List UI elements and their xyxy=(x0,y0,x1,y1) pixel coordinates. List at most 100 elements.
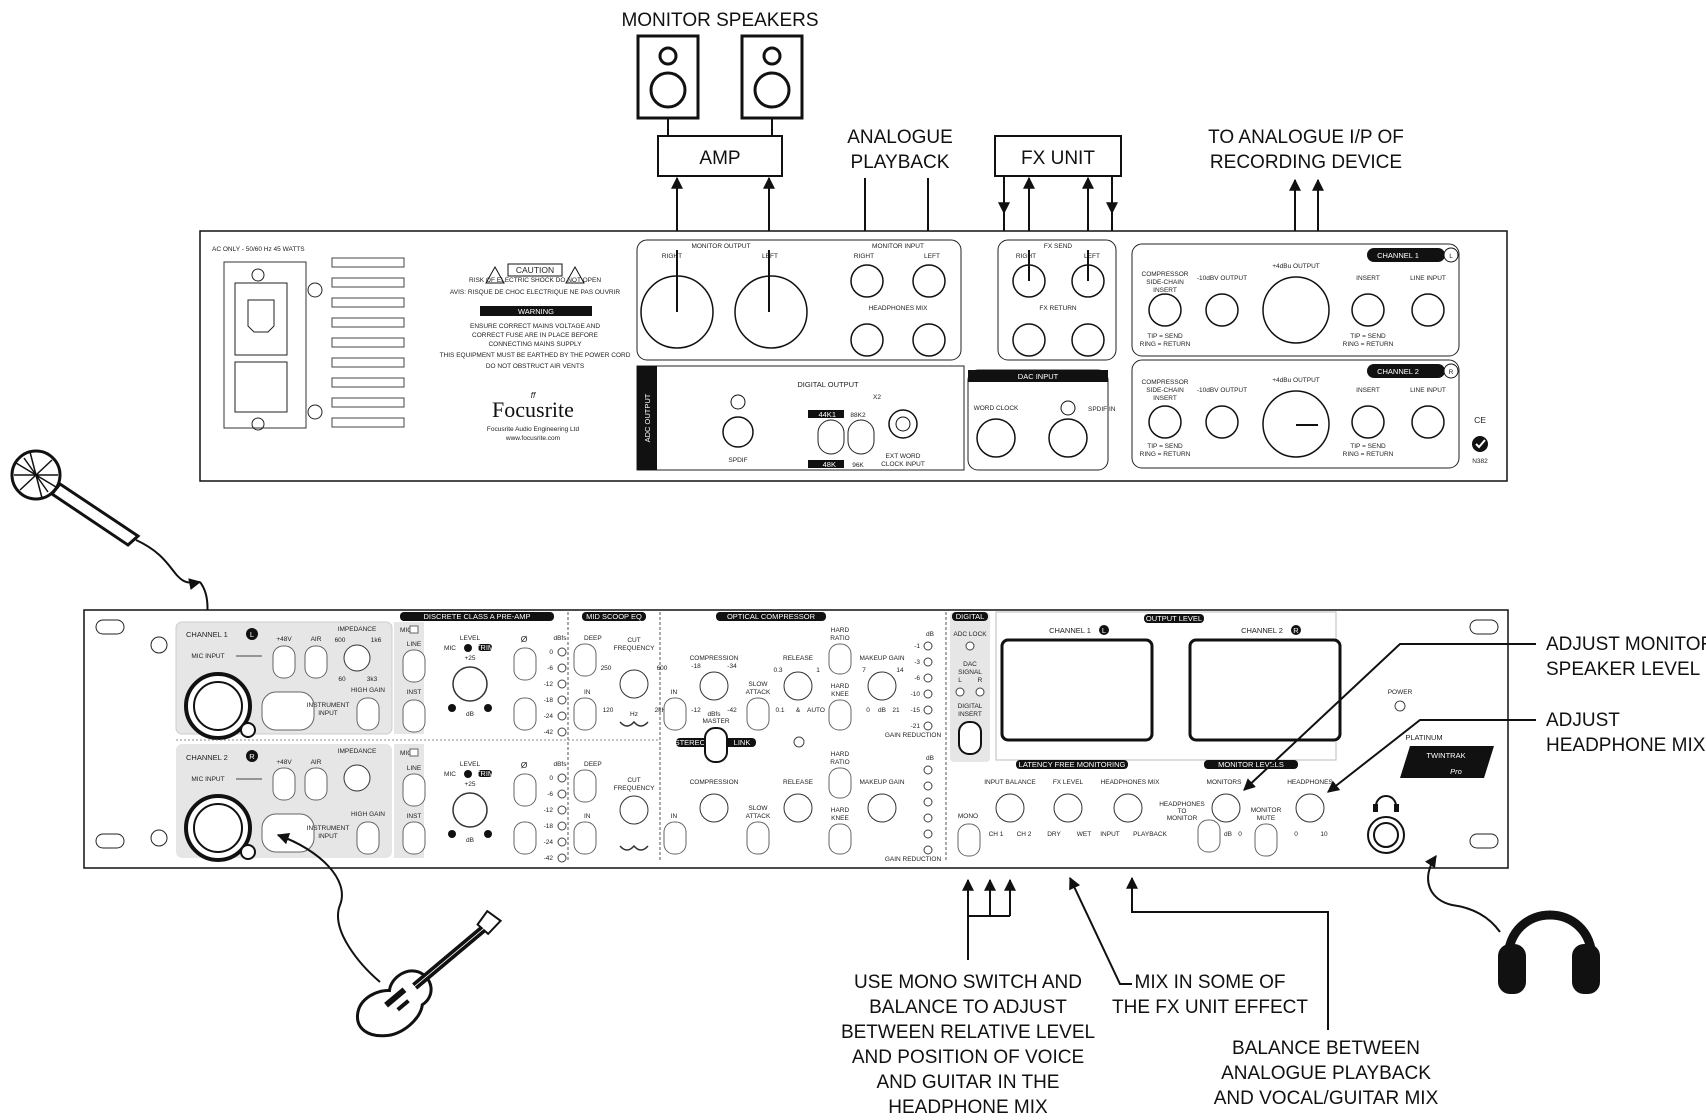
svg-text:CHANNEL 1: CHANNEL 1 xyxy=(186,630,228,639)
adjust-monitor-callout: ADJUST MONITOR SPEAKER LEVEL xyxy=(1243,634,1706,791)
svg-text:+4dBu OUTPUT: +4dBu OUTPUT xyxy=(1272,377,1320,384)
svg-text:IN: IN xyxy=(584,813,591,820)
svg-text:DAC INPUT: DAC INPUT xyxy=(1018,372,1059,381)
svg-text:14: 14 xyxy=(896,667,904,674)
svg-text:0.1: 0.1 xyxy=(775,707,784,714)
svg-text:AIR: AIR xyxy=(311,759,322,766)
svg-text:-10: -10 xyxy=(911,691,921,698)
svg-text:INSERT: INSERT xyxy=(958,711,982,718)
svg-text:SIDE-CHAIN: SIDE-CHAIN xyxy=(1146,387,1184,394)
svg-text:INST: INST xyxy=(407,813,422,820)
amp-box: AMP xyxy=(657,135,783,177)
svg-text:BALANCE BETWEEN: BALANCE BETWEEN xyxy=(1232,1038,1420,1059)
speaker-right xyxy=(740,34,804,120)
svg-text:MONO: MONO xyxy=(958,813,978,820)
svg-text:HIGH GAIN: HIGH GAIN xyxy=(351,811,385,818)
svg-text:88K2: 88K2 xyxy=(850,412,866,419)
svg-text:RIGHT: RIGHT xyxy=(1016,253,1036,260)
svg-text:CUT: CUT xyxy=(627,637,640,644)
ce-mark: CE xyxy=(1474,415,1486,425)
svg-text:GAIN REDUCTION: GAIN REDUCTION xyxy=(885,732,942,739)
svg-text:MAKEUP GAIN: MAKEUP GAIN xyxy=(859,655,904,662)
svg-text:AIR: AIR xyxy=(311,636,322,643)
svg-text:0: 0 xyxy=(1294,831,1298,838)
svg-text:0: 0 xyxy=(866,707,870,714)
svg-text:RATIO: RATIO xyxy=(830,759,849,766)
svg-text:TO ANALOGUE I/P OF: TO ANALOGUE I/P OF xyxy=(1208,127,1404,148)
svg-text:RISK OF ELECTRIC SHOCK DO NOT: RISK OF ELECTRIC SHOCK DO NOT OPEN xyxy=(469,277,601,284)
monitor-speakers-label: MONITOR SPEAKERS xyxy=(621,10,818,31)
svg-text:HEADPHONES MIX: HEADPHONES MIX xyxy=(869,305,929,312)
svg-text:SPDIF: SPDIF xyxy=(728,457,747,464)
svg-text:SIGNAL: SIGNAL xyxy=(958,669,982,676)
svg-text:FX SEND: FX SEND xyxy=(1044,243,1072,250)
svg-text:EXT WORD: EXT WORD xyxy=(886,453,921,460)
svg-text:R: R xyxy=(1293,626,1299,635)
svg-text:AND VOCAL/GUITAR MIX: AND VOCAL/GUITAR MIX xyxy=(1214,1088,1439,1109)
svg-text:-42: -42 xyxy=(727,707,737,714)
svg-text:RELEASE: RELEASE xyxy=(783,655,814,662)
svg-text:MAKEUP GAIN: MAKEUP GAIN xyxy=(859,779,904,786)
svg-text:GAIN REDUCTION: GAIN REDUCTION xyxy=(885,856,942,863)
svg-text:DIGITAL: DIGITAL xyxy=(956,612,985,621)
svg-text:44K1: 44K1 xyxy=(818,410,836,419)
svg-text:ADC LOCK: ADC LOCK xyxy=(953,631,987,638)
svg-text:-18: -18 xyxy=(691,663,701,670)
svg-text:WET: WET xyxy=(1077,831,1091,838)
svg-text:CONNECTING MAINS SUPPLY: CONNECTING MAINS SUPPLY xyxy=(488,341,582,348)
svg-text:CUT: CUT xyxy=(627,777,640,784)
mono-balance-callout: USE MONO SWITCH AND BALANCE TO ADJUST BE… xyxy=(841,878,1095,1118)
svg-text:SLOW: SLOW xyxy=(748,805,768,812)
speaker-left xyxy=(636,34,700,120)
svg-text:120: 120 xyxy=(603,707,614,714)
svg-text:+25: +25 xyxy=(464,655,475,662)
svg-text:MIC: MIC xyxy=(400,750,412,757)
svg-text:ADJUST: ADJUST xyxy=(1546,710,1620,731)
svg-text:RING = RETURN: RING = RETURN xyxy=(1343,451,1394,458)
svg-text:HIGH GAIN: HIGH GAIN xyxy=(351,687,385,694)
svg-text:INSTRUMENT: INSTRUMENT xyxy=(307,702,350,709)
svg-text:48K: 48K xyxy=(823,460,836,469)
svg-text:MIC INPUT: MIC INPUT xyxy=(191,653,224,660)
svg-text:ADJUST MONITOR: ADJUST MONITOR xyxy=(1546,634,1706,655)
fx-unit-box: FX UNIT xyxy=(994,135,1122,177)
svg-text:LINE: LINE xyxy=(407,641,422,648)
svg-text:BALANCE TO ADJUST: BALANCE TO ADJUST xyxy=(869,997,1067,1018)
svg-text:TO: TO xyxy=(1178,808,1187,815)
svg-text:ATTACK: ATTACK xyxy=(746,813,771,820)
svg-text:PLATINUM: PLATINUM xyxy=(1405,733,1442,742)
svg-text:HARD: HARD xyxy=(831,683,850,690)
svg-text:COMPRESSION: COMPRESSION xyxy=(690,655,739,662)
svg-text:Hz: Hz xyxy=(630,711,638,718)
svg-text:LEVEL: LEVEL xyxy=(460,635,481,642)
svg-text:TIP = SEND: TIP = SEND xyxy=(1350,333,1386,340)
svg-text:BETWEEN RELATIVE LEVEL: BETWEEN RELATIVE LEVEL xyxy=(841,1022,1095,1043)
svg-text:ADC OUTPUT: ADC OUTPUT xyxy=(643,393,652,442)
svg-text:LEFT: LEFT xyxy=(762,253,778,260)
svg-text:INSERT: INSERT xyxy=(1356,275,1380,282)
svg-text:MIC: MIC xyxy=(444,771,456,778)
svg-text:INPUT: INPUT xyxy=(318,833,338,840)
svg-text:LEFT: LEFT xyxy=(924,253,940,260)
caution-block: CAUTION RISK OF ELECTRIC SHOCK DO NOT OP… xyxy=(440,263,631,370)
microphone-icon xyxy=(10,449,141,547)
svg-text:CORRECT FUSE ARE IN PLACE BEFO: CORRECT FUSE ARE IN PLACE BEFORE xyxy=(472,332,599,339)
svg-text:1k6: 1k6 xyxy=(371,637,382,644)
svg-text:HEADPHONE MIX: HEADPHONE MIX xyxy=(888,1097,1048,1118)
svg-text:RIGHT: RIGHT xyxy=(854,253,874,260)
svg-text:MUTE: MUTE xyxy=(1257,815,1276,822)
svg-text:HARD: HARD xyxy=(831,627,850,634)
svg-text:INPUT: INPUT xyxy=(318,710,338,717)
svg-text:AND POSITION OF VOICE: AND POSITION OF VOICE xyxy=(852,1047,1084,1068)
svg-text:-6: -6 xyxy=(547,665,553,672)
svg-text:HEADPHONE MIX: HEADPHONE MIX xyxy=(1546,735,1706,756)
ac-label: AC ONLY - 50/60 Hz 45 WATTS xyxy=(212,246,305,253)
svg-text:FX RETURN: FX RETURN xyxy=(1039,305,1077,312)
svg-text:ANALOGUE: ANALOGUE xyxy=(847,127,953,148)
fx-mix-callout: MIX IN SOME OF THE FX UNIT EFFECT xyxy=(1069,876,1308,1018)
svg-text:SPDIF IN: SPDIF IN xyxy=(1088,406,1116,413)
svg-text:LEVEL: LEVEL xyxy=(460,761,481,768)
svg-text:RATIO: RATIO xyxy=(830,635,849,642)
svg-text:RING = RETURN: RING = RETURN xyxy=(1140,341,1191,348)
